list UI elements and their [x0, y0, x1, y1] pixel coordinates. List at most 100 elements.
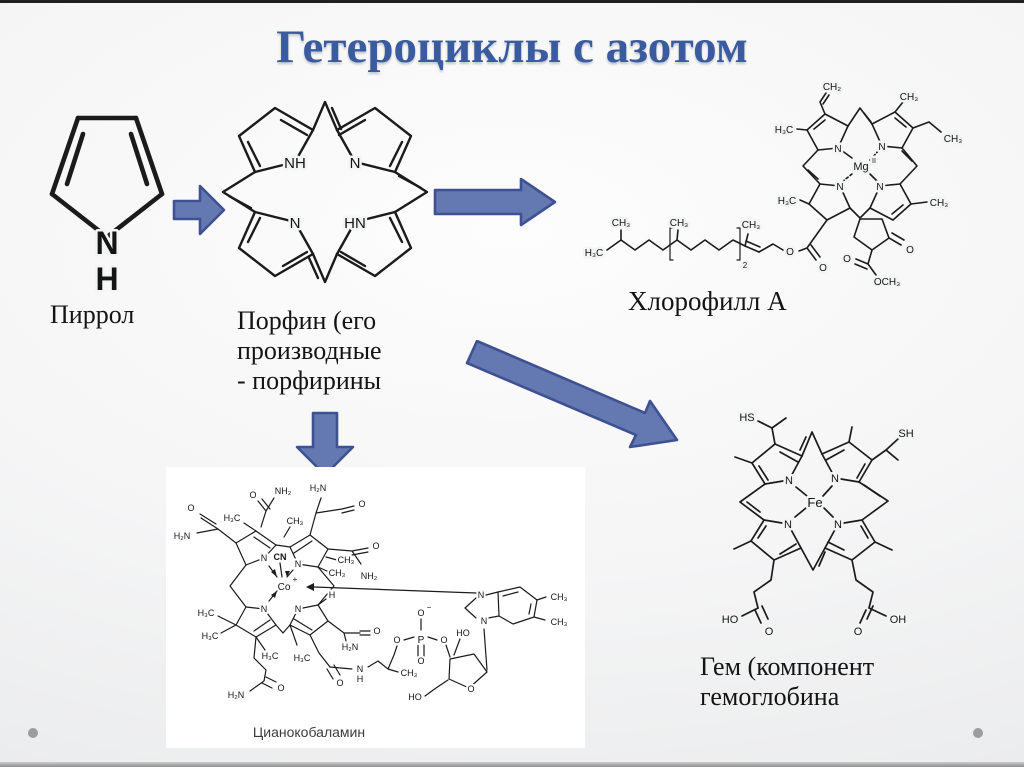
atom-label: CH₃: [742, 220, 761, 231]
pyrrole-structure: N H: [49, 115, 165, 299]
atom-label: CN: [274, 552, 287, 562]
heme-bonds: [733, 417, 899, 624]
atom-label: O: [417, 656, 424, 666]
atom-label: N: [834, 144, 841, 155]
atom-label: O: [187, 503, 194, 513]
cyanocobalamin-arrowheads: [271, 569, 314, 598]
atom-label: 2: [743, 261, 748, 270]
atom-label: CH₃: [930, 198, 949, 209]
atom-label: N: [784, 519, 792, 531]
atom-label: N: [290, 215, 301, 232]
atom-label: HO: [408, 692, 422, 702]
atom-label: O: [277, 683, 284, 693]
atom-label: O: [467, 684, 474, 694]
atom-label: N: [836, 182, 843, 193]
atom-label: H: [95, 261, 118, 297]
atom-label: N: [350, 155, 361, 172]
atom-label: H₃C: [294, 653, 311, 663]
atom-label: H₃C: [202, 631, 219, 641]
atom-label: H₃C: [775, 125, 794, 136]
heme-caption-line: Гем (компонент: [700, 652, 875, 681]
atom-label: HS: [739, 412, 754, 424]
atom-label: CH₃: [551, 592, 568, 602]
atom-label: CH₃: [338, 555, 355, 565]
atom-label: N: [876, 182, 883, 193]
atom-label: N: [834, 519, 842, 531]
atom-label: O: [336, 678, 343, 688]
atom-label: HN: [344, 215, 366, 232]
atom-label: CH₃: [612, 218, 631, 229]
atom-label: O: [854, 626, 863, 638]
atom-label: NH: [284, 155, 306, 172]
arrow-pyrrole-to-porphin-icon: [172, 184, 226, 236]
atom-label: H: [357, 674, 364, 684]
chlorophyll-bonds: [606, 92, 942, 276]
atom-label: N: [785, 475, 793, 487]
atom-label: Fe: [807, 495, 822, 510]
atom-label: SH: [898, 428, 913, 440]
atom-label: N: [478, 590, 485, 600]
atom-label: NH₂: [275, 486, 292, 496]
chlorophyll-structure: Mg II N N N N CH₂ CH₃ H₃C CH₃ H₃C CH₃ O …: [582, 80, 965, 291]
atom-label: O: [393, 635, 400, 645]
atom-label: OCH₃: [874, 277, 900, 288]
atom-label: CH₂: [823, 82, 841, 93]
atom-label: N: [261, 553, 268, 563]
atom-label: O: [786, 247, 794, 258]
atom-label: O: [372, 541, 379, 551]
porphin-bonds: [221, 100, 429, 284]
cyanocobalamin-caption: Цианокобаламин: [252, 724, 366, 740]
pyrrole-caption: Пиррол: [50, 300, 135, 329]
slide-bullet-left: [28, 728, 38, 738]
atom-label: CH₃: [670, 218, 689, 229]
atom-label: H₃C: [778, 196, 797, 207]
atom-label: H₂N: [228, 690, 245, 700]
atom-label: O: [373, 626, 380, 636]
porphin-caption-line: производные: [237, 336, 382, 365]
atom-label: N: [95, 225, 118, 261]
atom-label: O: [440, 635, 447, 645]
porphin-caption: Порфин (его производные - порфирины: [237, 306, 382, 396]
heme-caption-line: гемоглобина: [700, 682, 840, 711]
atom-label: CH₃: [900, 92, 919, 103]
atom-label: CH₃: [329, 568, 346, 578]
atom-label: O: [358, 499, 365, 509]
pyrrole-bonds: [49, 115, 165, 240]
atom-label: N: [295, 604, 302, 614]
atom-label: N: [357, 664, 364, 674]
atom-label: O: [843, 254, 851, 265]
atom-label: O: [819, 263, 827, 274]
atom-label: H: [329, 590, 336, 600]
atom-label: O: [765, 626, 774, 638]
atom-label: CH₃: [401, 668, 418, 678]
cyanocobalamin-structure: CN Co + N N N N O NH₂ H₂N O O H₂N H₃C CH…: [172, 481, 570, 704]
atom-label: H₂N: [174, 531, 191, 541]
atom-label: O: [249, 490, 256, 500]
atom-label: N: [831, 473, 839, 485]
cyanocobalamin-panel: [166, 467, 585, 748]
atom-label: Co: [278, 582, 291, 593]
atom-label: P: [418, 635, 425, 646]
chlorophyll-caption: Хлорофилл А: [628, 286, 787, 316]
atom-label: H₃C: [585, 248, 604, 259]
slide-bullet-right: [973, 728, 983, 738]
atom-label: N: [481, 616, 488, 626]
heme-structure: Fe N N N N HS SH HO O O OH: [719, 410, 916, 641]
cyanocobalamin-bonds: [196, 497, 547, 697]
atom-label: −: [427, 603, 432, 612]
atom-label: CH₃: [551, 617, 568, 627]
atom-label: H₂N: [342, 642, 359, 652]
porphin-caption-line: Порфин (его: [237, 306, 377, 335]
atom-label: H₃C: [224, 513, 241, 523]
atom-label: O: [417, 608, 424, 618]
arrow-porphin-to-chlorophyll-icon: [433, 177, 557, 227]
atom-label: H₃C: [198, 608, 215, 618]
atom-label: O: [906, 245, 914, 256]
atom-label: N: [261, 604, 268, 614]
atom-label: OH: [890, 614, 907, 626]
porphin-structure: NH N N HN: [221, 100, 429, 284]
atom-label: II: [872, 158, 876, 165]
atom-label: Mg: [853, 161, 868, 173]
atom-label: H₂N: [310, 483, 327, 493]
